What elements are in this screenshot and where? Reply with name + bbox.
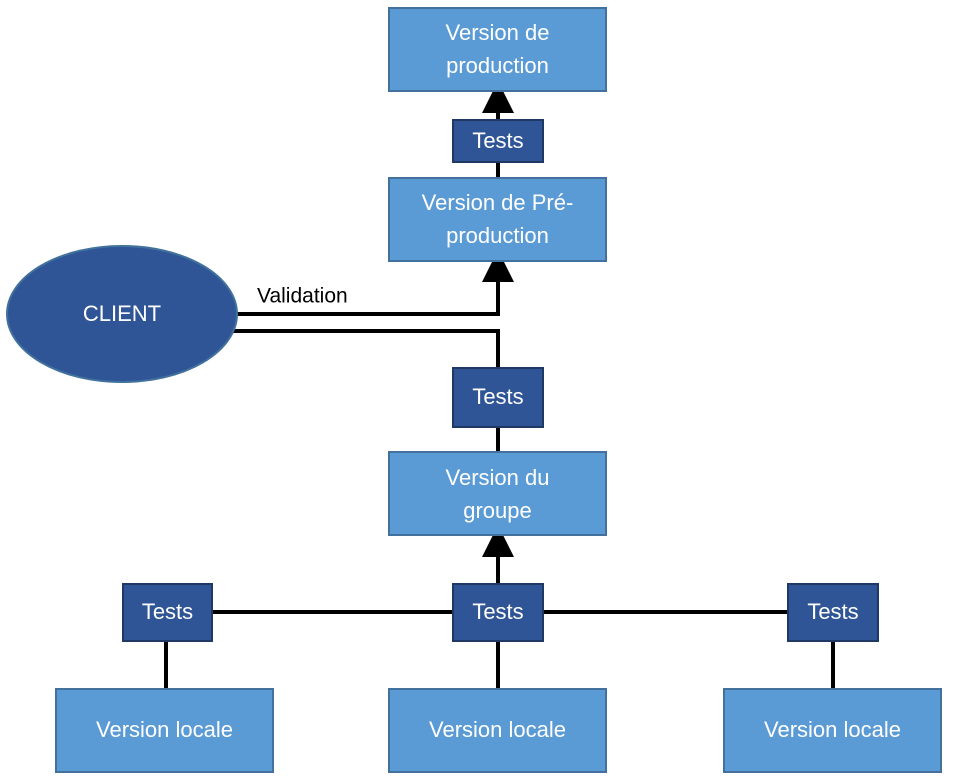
validation-label: Validation <box>257 285 348 308</box>
connectors <box>164 81 835 689</box>
production-version-label-line1: Version de <box>446 20 550 45</box>
client-label: CLIENT <box>83 301 161 326</box>
local-version-center-label: Version locale <box>429 717 566 742</box>
local-version-left-label: Version locale <box>96 717 233 742</box>
local-version-box-center: Version locale <box>388 688 607 773</box>
local-version-box-left: Version locale <box>55 688 274 773</box>
production-version-box: Version de production <box>388 7 607 92</box>
tests-box-top: Tests <box>452 119 544 163</box>
production-version-label-line2: production <box>446 53 549 78</box>
preproduction-version-label-line1: Version de Pré- <box>422 190 574 215</box>
tests-box-right: Tests <box>787 583 879 642</box>
connector-client-to-tests-middle <box>231 329 500 368</box>
tests-box-right-label: Tests <box>807 599 858 624</box>
local-version-right-label: Version locale <box>764 717 901 742</box>
group-version-box: Version du groupe <box>388 451 607 536</box>
tests-box-left: Tests <box>122 583 213 642</box>
tests-box-center: Tests <box>452 583 544 642</box>
preproduction-version-label-line2: production <box>446 223 549 248</box>
group-version-label-line1: Version du <box>446 465 550 490</box>
client-node: CLIENT <box>6 245 238 383</box>
tests-box-middle: Tests <box>452 367 544 428</box>
tests-box-middle-label: Tests <box>472 384 523 409</box>
preproduction-version-box: Version de Pré- production <box>388 177 607 262</box>
connector-client-validation-to-preproduction <box>231 250 514 316</box>
local-version-box-right: Version locale <box>723 688 942 773</box>
tests-box-left-label: Tests <box>142 599 193 624</box>
tests-box-center-label: Tests <box>472 599 523 624</box>
group-version-label-line2: groupe <box>463 498 532 523</box>
tests-box-top-label: Tests <box>472 128 523 153</box>
